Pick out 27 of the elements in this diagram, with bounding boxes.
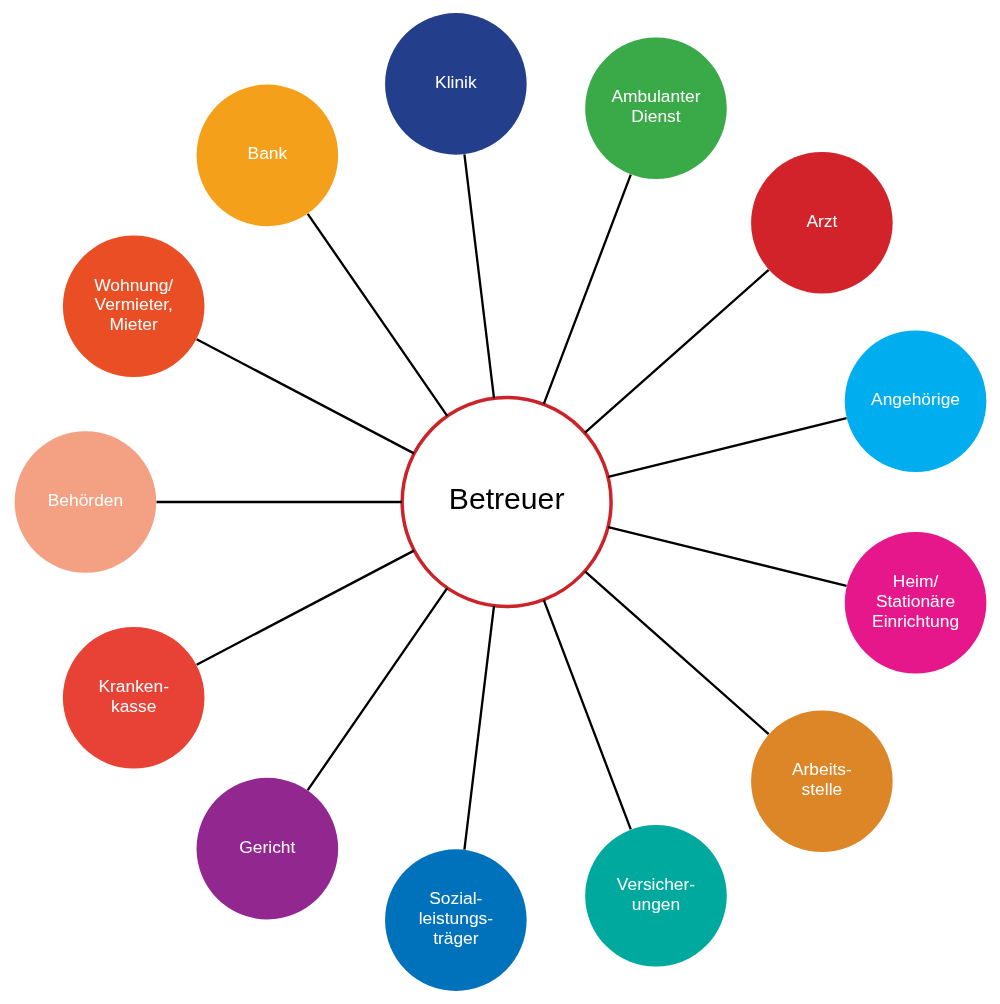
connector bbox=[542, 174, 632, 405]
node-circle: Wohnung/ Vermieter, Mieter bbox=[62, 235, 204, 378]
connector bbox=[195, 338, 414, 455]
node-circle: Klinik bbox=[384, 13, 527, 155]
connector bbox=[607, 417, 847, 479]
node-circle: Arzt bbox=[750, 151, 893, 294]
connector bbox=[306, 213, 448, 417]
node-circle: Heim/ Stationäre Einrichtung bbox=[844, 532, 986, 674]
connector bbox=[583, 268, 769, 434]
connector bbox=[583, 570, 769, 736]
node-circle: Sozial- leistungs- träger bbox=[384, 849, 527, 991]
node-circle: Betreuer bbox=[399, 395, 613, 609]
node-circle: Behörden bbox=[14, 431, 156, 573]
node-circle: Bank bbox=[196, 84, 338, 227]
node-circle: Ambulanter Dienst bbox=[584, 37, 727, 179]
node-circle: Versicher- ungen bbox=[584, 825, 727, 967]
connector bbox=[195, 549, 414, 666]
connector bbox=[462, 154, 495, 399]
connector bbox=[462, 605, 495, 850]
connector bbox=[607, 525, 847, 587]
node-circle: Angehörige bbox=[844, 330, 986, 472]
node-circle: Kranken- kasse bbox=[62, 626, 204, 769]
connector bbox=[156, 500, 402, 504]
connector bbox=[542, 599, 632, 830]
connector bbox=[306, 587, 448, 791]
node-circle: Gericht bbox=[196, 777, 338, 920]
node-circle: Arbeits- stelle bbox=[750, 710, 893, 853]
